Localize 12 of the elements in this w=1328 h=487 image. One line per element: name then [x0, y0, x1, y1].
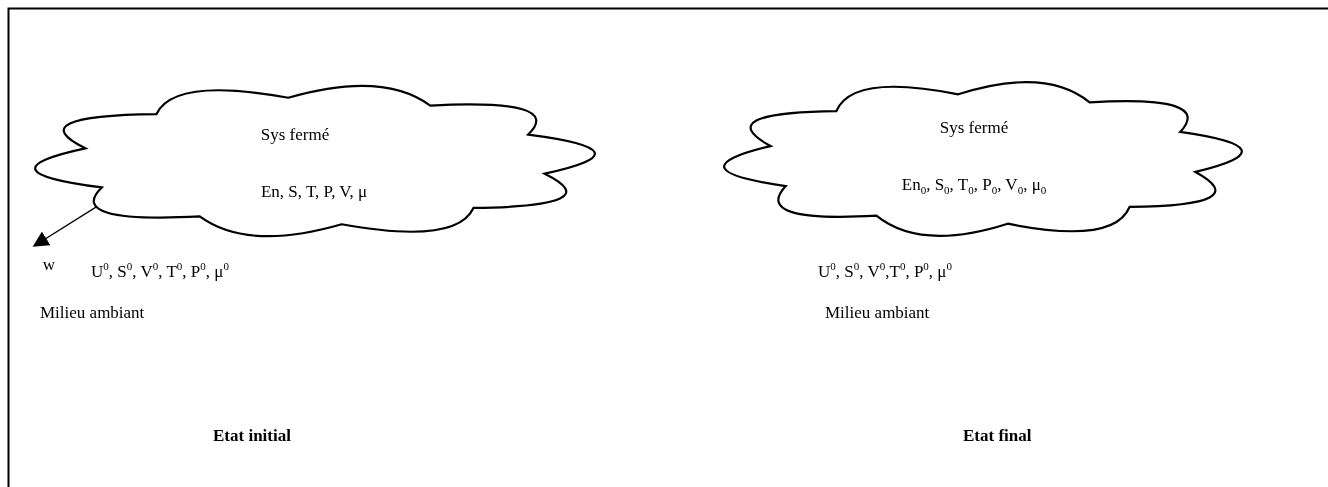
work-label: w [42, 255, 56, 275]
environment-label: Milieu ambiant [825, 303, 930, 323]
state-variables: En, S, T, P, V, μ [260, 182, 368, 202]
environment-label: Milieu ambiant [40, 303, 145, 323]
state-heading: Etat final [963, 426, 1032, 446]
ambient-variables: U$^{0}$, S$^{0}$, V$^{0}$,T$^{0}$, P$^{0}$, μ$^{0}$ [818, 262, 952, 282]
system-title: Sys fermé [260, 125, 330, 145]
ambient-variables: U$^{0}$, S$^{0}$, V$^{0}$, T$^{0}$, P$^{0}$, μ$^{0}$ [91, 262, 229, 282]
state-variables: En$_{0}$, S$_{0}$, T$_{0}$, P$_{0}$, V$_{0}$, μ$_{0}$ [901, 175, 1047, 195]
system-title: Sys fermé [939, 118, 1009, 138]
arrow [32, 206, 97, 247]
state-heading: Etat initial [213, 426, 291, 446]
